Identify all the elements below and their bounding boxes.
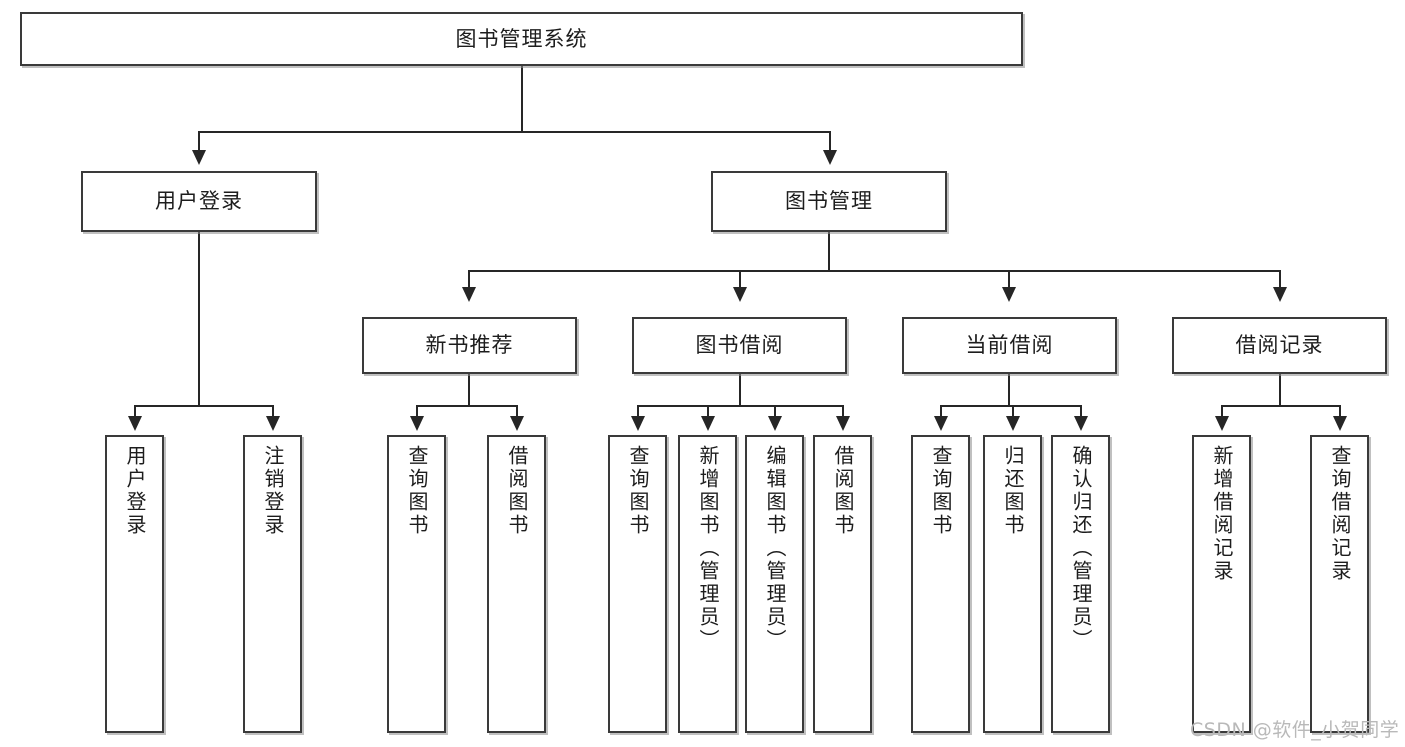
node-user-login[interactable]: 用户登录	[81, 171, 317, 232]
connector-current-borrow-stem	[1008, 374, 1010, 406]
node-leaf-cb-query-label: 查询图书	[929, 445, 953, 537]
arrowhead-book-manage	[823, 150, 837, 165]
arrowhead-leaf-bb-add	[701, 416, 715, 431]
arrowhead-leaf-cb-confirm	[1074, 416, 1088, 431]
arrowhead-leaf-cb-query	[934, 416, 948, 431]
node-root[interactable]: 图书管理系统	[20, 12, 1023, 66]
connector-new-book-recommend-bus	[416, 405, 517, 407]
node-book-manage-label: 图书管理	[785, 189, 873, 214]
node-leaf-user-logout[interactable]: 注销登录	[243, 435, 302, 733]
node-leaf-br-add[interactable]: 新增借阅记录	[1192, 435, 1251, 733]
node-leaf-bb-borrow-label: 借阅图书	[831, 445, 855, 537]
connector-borrow-record-stem	[1279, 374, 1281, 406]
arrowhead-book-borrow	[733, 287, 747, 302]
node-leaf-user-login-label: 用户登录	[123, 445, 147, 537]
connector-to-borrow-record	[1279, 270, 1281, 289]
connector-leaf-nb-query	[416, 405, 418, 418]
node-current-borrow[interactable]: 当前借阅	[902, 317, 1117, 374]
connector-leaf-user-login	[134, 405, 136, 418]
node-leaf-br-query-label: 查询借阅记录	[1328, 445, 1352, 583]
connector-leaf-cb-return	[1012, 405, 1014, 418]
connector-leaf-nb-borrow	[516, 405, 518, 418]
connector-level2-bus	[198, 131, 831, 133]
node-leaf-br-query[interactable]: 查询借阅记录	[1310, 435, 1369, 733]
node-leaf-cb-confirm[interactable]: 确认归还（管理员）	[1051, 435, 1110, 733]
connector-leaf-bb-add	[707, 405, 709, 418]
node-leaf-user-login[interactable]: 用户登录	[105, 435, 164, 733]
node-book-manage[interactable]: 图书管理	[711, 171, 947, 232]
connector-borrow-record-bus	[1221, 405, 1339, 407]
node-leaf-nb-query-label: 查询图书	[405, 445, 429, 537]
node-leaf-bb-query[interactable]: 查询图书	[608, 435, 667, 733]
node-leaf-bb-edit[interactable]: 编辑图书（管理员）	[745, 435, 804, 733]
arrowhead-leaf-bb-borrow	[836, 416, 850, 431]
node-leaf-cb-return-label: 归还图书	[1001, 445, 1025, 537]
node-user-login-label: 用户登录	[155, 189, 243, 214]
node-new-book-recommend-label: 新书推荐	[425, 333, 514, 358]
connector-book-borrow-stem	[739, 374, 741, 406]
connector-to-new-book-recommend	[468, 270, 470, 289]
node-leaf-bb-query-label: 查询图书	[626, 445, 650, 537]
node-leaf-bb-add[interactable]: 新增图书（管理员）	[678, 435, 737, 733]
connector-book-borrow-bus	[637, 405, 843, 407]
arrowhead-leaf-nb-query	[410, 416, 424, 431]
connector-leaf-br-query	[1339, 405, 1341, 418]
arrowhead-current-borrow	[1002, 287, 1016, 302]
connector-new-book-recommend-stem	[468, 374, 470, 406]
node-leaf-user-logout-label: 注销登录	[261, 445, 285, 537]
connector-leaf-cb-confirm	[1080, 405, 1082, 418]
arrowhead-leaf-bb-edit	[768, 416, 782, 431]
connector-leaf-bb-query	[637, 405, 639, 418]
node-leaf-cb-confirm-label: 确认归还（管理员）	[1069, 445, 1093, 652]
connector-to-current-borrow	[1008, 270, 1010, 289]
node-leaf-bb-add-label: 新增图书（管理员）	[696, 445, 720, 652]
arrowhead-leaf-user-login	[128, 416, 142, 431]
connector-leaf-cb-query	[940, 405, 942, 418]
node-leaf-cb-query[interactable]: 查询图书	[911, 435, 970, 733]
arrowhead-new-book-recommend	[462, 287, 476, 302]
connector-user-login-stem	[198, 232, 200, 406]
arrowhead-leaf-br-add	[1215, 416, 1229, 431]
connector-leaf-bb-edit	[774, 405, 776, 418]
node-root-label: 图书管理系统	[455, 26, 588, 51]
connector-leaf-br-add	[1221, 405, 1223, 418]
node-current-borrow-label: 当前借阅	[965, 333, 1054, 358]
connector-current-borrow-bus	[940, 405, 1081, 407]
node-borrow-record-label: 借阅记录	[1235, 333, 1324, 358]
connector-to-book-manage	[829, 131, 831, 153]
connector-to-book-borrow	[739, 270, 741, 289]
connector-leaf-bb-borrow	[842, 405, 844, 418]
connector-leaf-user-logout	[272, 405, 274, 418]
connector-user-login-bus	[134, 405, 272, 407]
node-book-borrow[interactable]: 图书借阅	[632, 317, 847, 374]
connector-level3-bus	[468, 270, 1280, 272]
arrowhead-leaf-bb-query	[631, 416, 645, 431]
connector-to-user-login	[198, 131, 200, 153]
arrowhead-leaf-user-logout	[266, 416, 280, 431]
node-leaf-nb-borrow[interactable]: 借阅图书	[487, 435, 546, 733]
node-leaf-nb-borrow-label: 借阅图书	[505, 445, 529, 537]
node-borrow-record[interactable]: 借阅记录	[1172, 317, 1387, 374]
node-leaf-nb-query[interactable]: 查询图书	[387, 435, 446, 733]
node-leaf-br-add-label: 新增借阅记录	[1210, 445, 1234, 583]
arrowhead-user-login	[192, 150, 206, 165]
connector-root-stem	[521, 66, 523, 132]
node-book-borrow-label: 图书借阅	[695, 333, 784, 358]
arrowhead-leaf-cb-return	[1006, 416, 1020, 431]
node-leaf-bb-edit-label: 编辑图书（管理员）	[763, 445, 787, 652]
arrowhead-leaf-br-query	[1333, 416, 1347, 431]
connector-book-manage-stem	[828, 232, 830, 271]
arrowhead-leaf-nb-borrow	[510, 416, 524, 431]
node-leaf-cb-return[interactable]: 归还图书	[983, 435, 1042, 733]
node-new-book-recommend[interactable]: 新书推荐	[362, 317, 577, 374]
node-leaf-bb-borrow[interactable]: 借阅图书	[813, 435, 872, 733]
arrowhead-borrow-record	[1273, 287, 1287, 302]
